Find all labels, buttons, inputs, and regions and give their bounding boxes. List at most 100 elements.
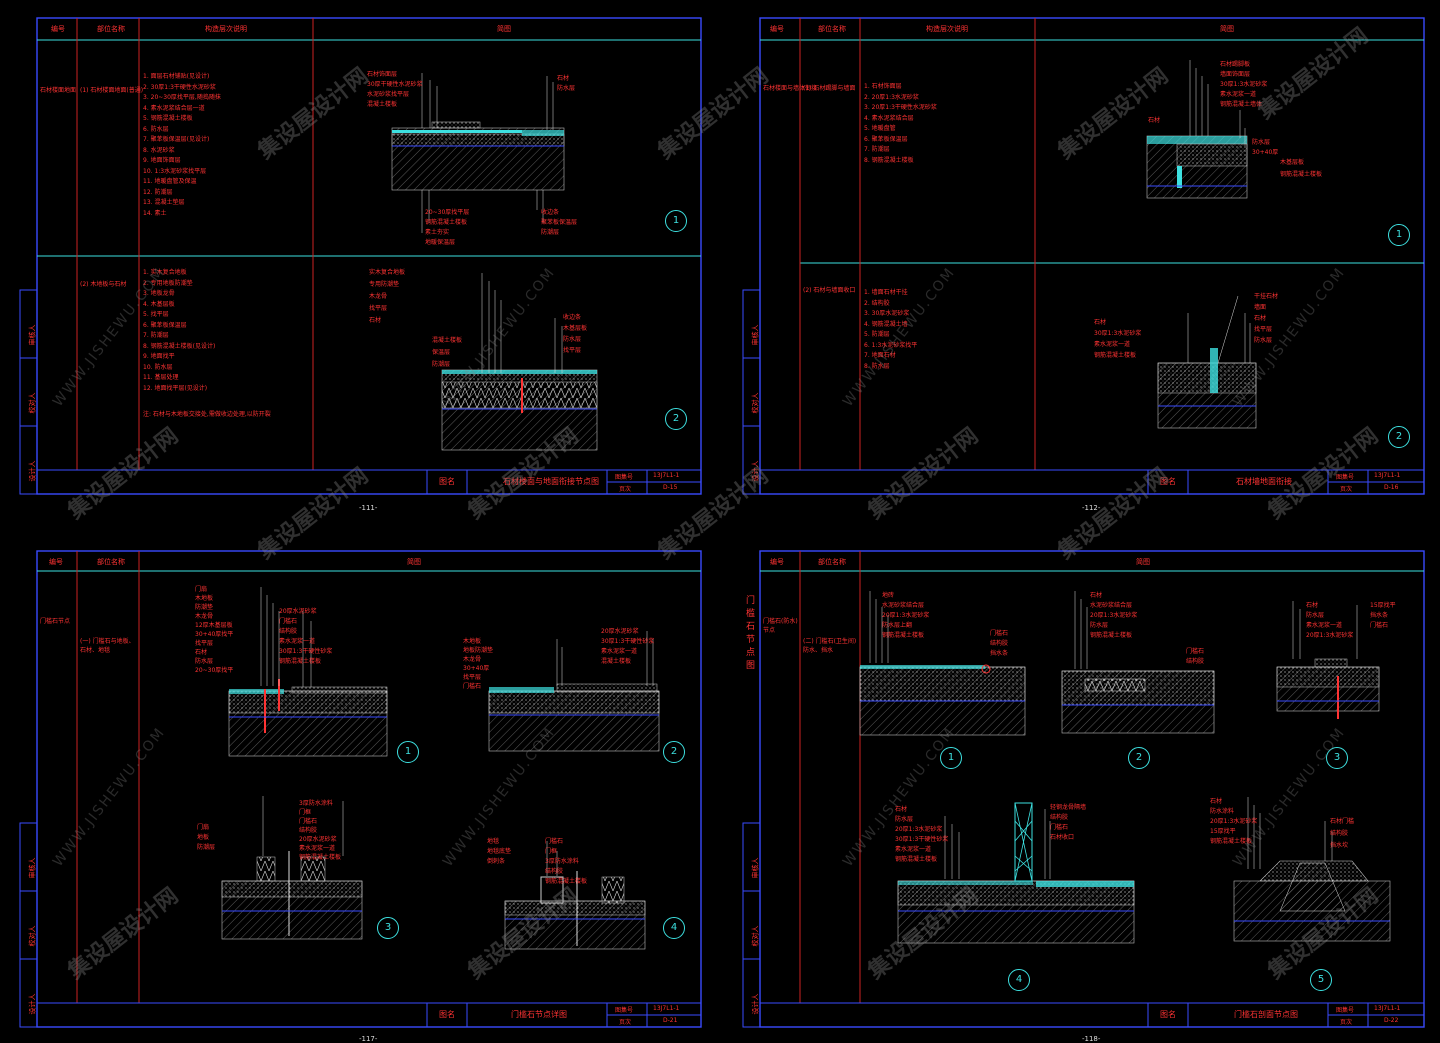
sheet-4-title: 门槛石剖面节点图	[1234, 1010, 1298, 1019]
callout-label: 防潮层	[541, 229, 560, 236]
callout-label: 门框	[299, 809, 312, 816]
callout-label: 收边条	[563, 314, 582, 321]
callout-label: 素水泥浆一道	[1220, 91, 1257, 98]
sheet-3-code: 13J7L1-1	[653, 1005, 680, 1012]
callout-label: 找平层	[463, 674, 482, 681]
callout-label: 钢筋混凝土楼板	[1280, 171, 1323, 178]
layer-item: 4. 素水泥浆结合层	[864, 114, 914, 122]
side-title-char: 点	[746, 648, 756, 658]
callout-label: 木龙骨	[195, 613, 214, 620]
callout-label: 3厚防水涂料	[299, 800, 333, 807]
sheet-4-code: 13J7L1-1	[1374, 1005, 1401, 1012]
detail-2-section	[1061, 670, 1215, 734]
sheet-1-row2-name: (2) 木地板与石材	[80, 281, 127, 288]
callout-label: 钢筋混凝土墙体	[1220, 101, 1263, 108]
detail-4-number-bubble: 4	[1008, 969, 1030, 991]
callout-label: 30+40厚	[463, 665, 490, 672]
layer-item: 8. 防水层	[864, 362, 890, 370]
side-title-char: 图	[746, 661, 756, 671]
callout-label: 防水层上翻	[882, 622, 913, 629]
layer-item: 8. 水泥砂浆	[143, 146, 175, 154]
sheet-2-code: 13J7L1-1	[1374, 472, 1401, 479]
sheet-1-title: 石材楼面与地面衔接节点图	[503, 477, 599, 486]
callout-label: 石材	[1094, 319, 1107, 326]
callout-label: 挡水坎	[1330, 842, 1349, 849]
detail-4-number-bubble: 4	[663, 917, 685, 939]
callout-label: 20厚水泥砂浆	[279, 608, 317, 615]
drawing-sheet-3: 编号 部位名称 简图 门槛石节点 (一) 门槛石与地板、石材、地毯 门扇木地板防…	[17, 550, 707, 1043]
callout-label: 混凝土楼板	[367, 101, 398, 108]
sheet-1-frame	[19, 17, 702, 495]
sheet-1-header-diagram: 简图	[497, 25, 511, 33]
sheet-2-page: D-16	[1384, 484, 1399, 491]
side-title-char: 石	[746, 622, 756, 632]
callout-label: 15厚找平	[1210, 828, 1236, 835]
detail-1-number-bubble: 1	[397, 741, 419, 763]
callout-label: 结构胶	[299, 827, 318, 834]
sheet-4-title-label: 图名	[1160, 1010, 1176, 1019]
callout-label: 20厚1:3水泥砂浆	[895, 826, 943, 833]
sheet-1-page: D-15	[663, 484, 678, 491]
callout-label: 30+40厚找平	[195, 631, 234, 638]
detail-2-number-bubble: 2	[665, 408, 687, 430]
callout-label: 钢筋混凝土楼板	[279, 658, 322, 665]
sheet-2-page-label: 页次	[1340, 486, 1353, 493]
layer-item: 3. 地板龙骨	[143, 290, 175, 297]
callout-label: 墙面	[1254, 304, 1267, 311]
sheet-4-scope: 门槛石(防水)节点	[763, 618, 798, 634]
callout-label: 保温层	[432, 349, 451, 356]
layer-item: 11. 基层处理	[143, 374, 179, 381]
sheet-1-row1-name: (1) 石材楼面地面(普通)	[80, 87, 144, 94]
callout-label: 钢筋混凝土楼板	[1094, 352, 1137, 359]
callout-label: 地毯	[487, 838, 500, 845]
detail-2-section	[441, 369, 598, 451]
sheet-1-header-part: 部位名称	[97, 25, 125, 33]
callout-label: 素土夯实	[425, 229, 450, 236]
side-title-char: 节	[746, 635, 756, 645]
callout-label: 石材	[369, 317, 382, 324]
callout-label: 30厚1:3干硬性砂浆	[601, 638, 655, 645]
callout-label: 防潮垫	[195, 604, 214, 611]
sheet-1-header-layers: 构造层次说明	[205, 25, 247, 33]
callout-label: 钢筋混凝土楼板	[299, 854, 342, 861]
sheet-3-page-number: -117-	[359, 1035, 378, 1043]
side-label-checker: 校对人	[751, 392, 760, 414]
sheet-4-header-diagram: 简图	[1136, 558, 1150, 566]
callout-label: 门扇	[195, 586, 208, 593]
callout-label: 木基层板	[563, 325, 588, 332]
detail-4-section	[504, 871, 646, 950]
callout-label: 20厚1:3水泥砂浆	[1210, 818, 1258, 825]
callout-label: 素水泥浆一道	[601, 648, 638, 655]
sheet-3-title-label: 图名	[439, 1010, 455, 1019]
layer-item: 7. 防潮层	[143, 332, 169, 339]
callout-label: 石材	[1210, 798, 1223, 805]
sheet-4-page-label: 页次	[1340, 1019, 1353, 1026]
callout-label: 20厚水泥砂浆	[601, 628, 639, 635]
sheet-4-header-code: 编号	[770, 558, 784, 566]
side-label-checker: 校对人	[28, 392, 37, 414]
callout-label: 门框	[545, 848, 558, 855]
detail-3-section	[221, 851, 363, 940]
callout-label: 钢筋混凝土楼板	[545, 878, 588, 885]
callout-label: 素水泥浆一道	[1306, 622, 1343, 629]
sheet-3-title: 门槛石节点详图	[511, 1010, 567, 1019]
callout-label: 素水泥浆一道	[299, 845, 336, 852]
callout-label: 钢筋混凝土楼板	[1210, 838, 1253, 845]
callout-label: 防水层	[1254, 337, 1273, 344]
layer-item: 5. 地暖盘管	[864, 125, 896, 132]
layer-item: 4. 木基层板	[143, 300, 175, 308]
callout-label: 石材	[1254, 315, 1267, 322]
callout-label: 石材踢脚板	[1220, 61, 1251, 68]
sheet-3-scope: 门槛石节点	[40, 618, 71, 625]
layer-item: 9. 地面找平	[143, 353, 175, 360]
layer-item: 10. 防水层	[143, 363, 173, 371]
sheet-4-page-number: -118-	[1082, 1035, 1101, 1043]
sheet-2-page-number: -112-	[1082, 504, 1101, 512]
sheet-2-scope: 石材楼面与墙体衔接	[763, 85, 818, 92]
sheet-2-row1-name: (1) 石材踢脚与墙面	[803, 85, 856, 92]
detail-3-section	[1276, 658, 1380, 719]
layer-item: 1. 石材饰面层	[864, 83, 902, 90]
sheet-3-page-label: 页次	[619, 1019, 632, 1026]
callout-label: 石材	[1306, 602, 1319, 609]
